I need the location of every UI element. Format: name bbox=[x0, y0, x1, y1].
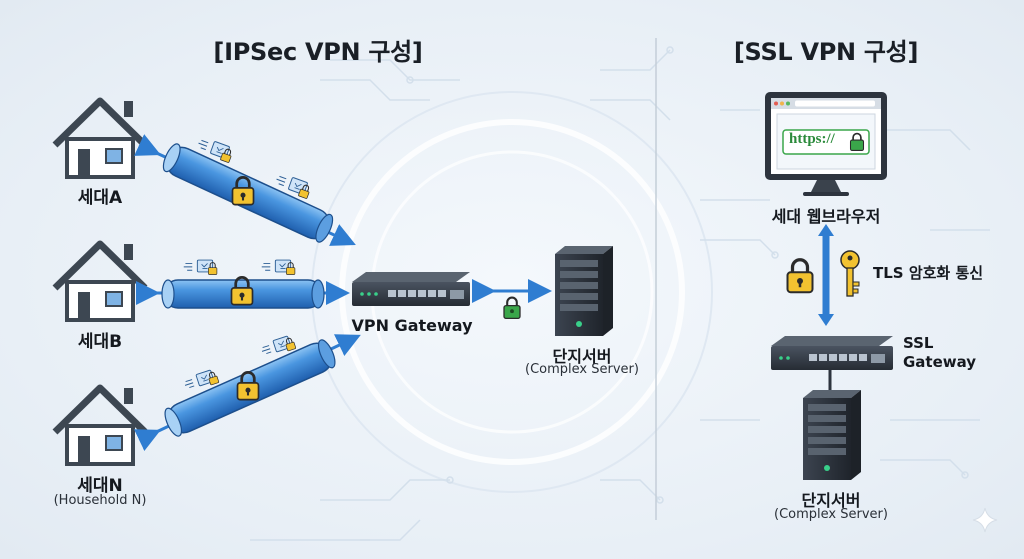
ssl-server-sublabel: (Complex Server) bbox=[774, 507, 888, 522]
house-icon-n bbox=[52, 384, 148, 466]
household-n-sublabel: (Household N) bbox=[53, 493, 147, 508]
ssl-title: [SSL VPN 구성] bbox=[733, 38, 919, 66]
ssl-gateway-device bbox=[771, 336, 893, 370]
house-icon-b bbox=[52, 240, 148, 322]
vpn-gateway-device bbox=[352, 272, 470, 306]
circuit-background bbox=[250, 46, 990, 541]
browser-monitor bbox=[765, 92, 887, 196]
gateway-server-link bbox=[472, 279, 552, 320]
key-icon bbox=[840, 250, 860, 297]
household-a-label: 세대A bbox=[77, 188, 123, 208]
tunnel-b bbox=[136, 259, 350, 309]
vpn-gateway-label: VPN Gateway bbox=[351, 316, 473, 335]
complex-server-ssl bbox=[803, 390, 861, 480]
complex-server-label: 단지서버 bbox=[552, 347, 612, 366]
tunnel-n bbox=[134, 334, 361, 451]
complex-server-sublabel: (Complex Server) bbox=[525, 362, 639, 377]
house-icon-a bbox=[52, 97, 148, 179]
tunnel-a bbox=[134, 134, 356, 246]
household-n-label: 세대N bbox=[77, 476, 123, 496]
complex-server-ipsec bbox=[555, 246, 613, 336]
ipsec-title: [IPSec VPN 구성] bbox=[213, 38, 423, 66]
tls-link bbox=[818, 224, 834, 326]
ssl-gateway-label-line1: SSL bbox=[903, 334, 934, 352]
tls-label: TLS 암호화 통신 bbox=[873, 264, 984, 282]
ssl-server-label: 단지서버 bbox=[801, 491, 861, 510]
browser-url-text: https:// bbox=[789, 131, 835, 147]
lock-icon bbox=[786, 258, 814, 294]
ssl-gateway-label-line2: Gateway bbox=[903, 353, 977, 371]
household-b-label: 세대B bbox=[77, 332, 123, 352]
browser-label: 세대 웹브라우저 bbox=[771, 207, 881, 226]
sparkle-icon bbox=[972, 507, 998, 533]
